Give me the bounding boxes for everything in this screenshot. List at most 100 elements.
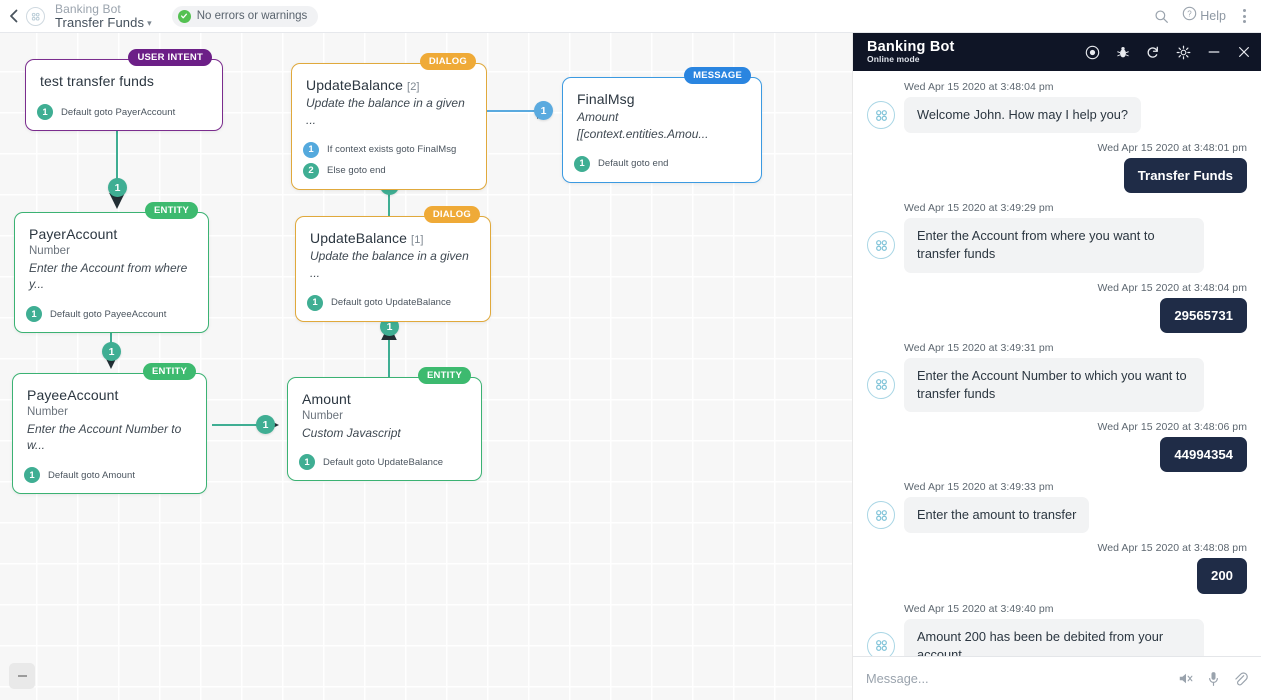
connection-row[interactable]: 1 Default goto Amount xyxy=(24,467,195,484)
breadcrumb-flow-name[interactable]: Transfer Funds▾ xyxy=(55,14,152,30)
message-text: Transfer Funds xyxy=(1123,158,1247,194)
node-connections: 1 Default goto UpdateBalance xyxy=(296,288,490,321)
chevron-down-icon: ▾ xyxy=(147,17,152,28)
connection-row[interactable]: 2 Else goto end xyxy=(303,162,475,179)
chat-header-actions xyxy=(1085,45,1251,60)
svg-text:?: ? xyxy=(1188,10,1193,19)
chat-message-bot: Wed Apr 15 2020 at 3:49:29 pm Enter the … xyxy=(867,202,1247,273)
chat-message-user: Wed Apr 15 2020 at 3:48:06 pm 44994354 xyxy=(867,421,1247,473)
message-text: 200 xyxy=(1196,558,1247,594)
chat-title-block: Banking Bot Online mode xyxy=(867,39,955,64)
edge-label-payer-to-payee[interactable]: 1 xyxy=(102,342,121,361)
chat-message-bot: Wed Apr 15 2020 at 3:49:31 pm Enter the … xyxy=(867,341,1247,413)
message-timestamp: Wed Apr 15 2020 at 3:48:08 pm xyxy=(1097,542,1247,555)
close-icon[interactable] xyxy=(1237,45,1251,59)
connection-number: 2 xyxy=(303,162,319,179)
microphone-icon[interactable] xyxy=(1208,671,1219,687)
node-payee-account[interactable]: ENTITY PayeeAccount Number Enter the Acc… xyxy=(12,363,207,495)
node-description: Enter the Account from where y... xyxy=(29,260,188,292)
node-final-msg[interactable]: MESSAGE FinalMsg Amount [[context.entiti… xyxy=(562,67,762,183)
node-badge: MESSAGE xyxy=(684,67,751,84)
node-index: [1] xyxy=(411,234,424,246)
node-title: test transfer funds xyxy=(40,73,154,89)
message-timestamp: Wed Apr 15 2020 at 3:48:06 pm xyxy=(1097,421,1247,434)
connection-label: Default goto UpdateBalance xyxy=(331,297,452,309)
node-connections: 1 Default goto UpdateBalance xyxy=(288,447,481,480)
node-connections: 1 Default goto PayeeAccount xyxy=(15,299,208,332)
edge-label-ub2-to-finalmsg[interactable]: 1 xyxy=(534,101,553,120)
back-button[interactable] xyxy=(0,0,26,33)
bug-icon[interactable] xyxy=(1116,45,1130,60)
node-description: Custom Javascript xyxy=(302,425,401,440)
connection-row[interactable]: 1 Default goto PayeeAccount xyxy=(26,306,197,323)
node-title: FinalMsg xyxy=(577,91,635,107)
message-timestamp: Wed Apr 15 2020 at 3:49:40 pm xyxy=(904,602,1054,615)
connection-number: 1 xyxy=(24,467,40,484)
connection-row[interactable]: 1 Default goto PayerAccount xyxy=(37,104,211,120)
node-body: UpdateBalance [2] Update the balance in … xyxy=(292,64,486,135)
message-timestamp: Wed Apr 15 2020 at 3:49:31 pm xyxy=(904,341,1054,354)
message-text: Welcome John. How may I help you? xyxy=(904,97,1142,134)
search-icon[interactable] xyxy=(1154,9,1169,24)
message-timestamp: Wed Apr 15 2020 at 3:49:29 pm xyxy=(904,202,1054,215)
refresh-icon[interactable] xyxy=(1146,45,1160,60)
node-body: PayeeAccount Number Enter the Account Nu… xyxy=(13,374,206,460)
chevron-left-icon xyxy=(8,9,19,23)
node-body: Amount Number Custom Javascript xyxy=(288,378,481,447)
message-text: Enter the Account Number to which you wa… xyxy=(904,357,1204,413)
connection-number: 1 xyxy=(303,141,319,158)
connection-label: Default goto PayerAccount xyxy=(61,106,176,118)
chat-message-bot: Wed Apr 15 2020 at 3:49:40 pm Amount 200… xyxy=(867,603,1247,656)
chat-message-user: Wed Apr 15 2020 at 3:48:04 pm 29565731 xyxy=(867,282,1247,333)
bot-avatar-icon xyxy=(867,101,895,130)
node-subtitle: Number xyxy=(27,406,68,418)
top-bar: Banking Bot Transfer Funds▾ No errors or… xyxy=(0,0,1261,33)
node-title: UpdateBalance [2] xyxy=(306,77,420,93)
node-body: FinalMsg Amount [[context.entities.Amou.… xyxy=(563,78,761,149)
bot-avatar-icon xyxy=(867,370,895,399)
help-button[interactable]: ? Help xyxy=(1182,6,1226,26)
chat-message-list[interactable]: Wed Apr 15 2020 at 3:48:04 pm Welcome Jo… xyxy=(853,71,1261,656)
connection-row[interactable]: 1 Default goto UpdateBalance xyxy=(299,454,470,471)
breadcrumb-bot-name: Banking Bot xyxy=(55,2,121,16)
edge-label-payee-to-amount[interactable]: 1 xyxy=(256,415,275,434)
connection-label: Default goto end xyxy=(598,158,669,170)
attachment-icon[interactable] xyxy=(1233,671,1248,687)
gear-icon[interactable] xyxy=(1176,45,1191,60)
node-body: test transfer funds xyxy=(26,60,222,97)
bot-avatar-icon xyxy=(26,6,45,26)
node-title: UpdateBalance [1] xyxy=(310,230,424,246)
bot-avatar-icon xyxy=(867,501,895,530)
message-text: Enter the Account from where you want to… xyxy=(904,218,1204,273)
help-label: Help xyxy=(1200,9,1226,23)
minus-icon xyxy=(17,675,27,677)
message-timestamp: Wed Apr 15 2020 at 3:48:04 pm xyxy=(904,81,1054,93)
minimize-icon[interactable] xyxy=(1207,45,1221,59)
node-update-balance-2[interactable]: DIALOG UpdateBalance [2] Update the bala… xyxy=(291,53,487,190)
message-text: 44994354 xyxy=(1160,437,1247,473)
edge-label-intent-to-payer[interactable]: 1 xyxy=(108,178,127,197)
connection-row[interactable]: 1 Default goto end xyxy=(574,155,750,172)
node-index: [2] xyxy=(407,81,420,93)
flow-name-label: Transfer Funds xyxy=(55,14,145,30)
node-title: PayeeAccount xyxy=(27,387,119,403)
message-input[interactable] xyxy=(866,671,1178,686)
flow-canvas[interactable]: 1 1 1 1 1 1 USER INTENT test transfer fu… xyxy=(0,33,853,700)
connection-row[interactable]: 1 If context exists goto FinalMsg xyxy=(303,141,475,158)
mute-speaker-icon[interactable] xyxy=(1178,671,1194,686)
node-amount[interactable]: ENTITY Amount Number Custom Javascript 1… xyxy=(287,367,482,482)
edge-label-amount-to-ub1[interactable]: 1 xyxy=(380,317,399,336)
node-test-transfer-funds[interactable]: USER INTENT test transfer funds 1 Defaul… xyxy=(25,49,223,131)
node-description: Update the balance in a given ... xyxy=(310,249,469,280)
node-payer-account[interactable]: ENTITY PayerAccount Number Enter the Acc… xyxy=(14,202,209,334)
node-connections: 1 Default goto end xyxy=(563,149,761,182)
kebab-menu-icon[interactable] xyxy=(1239,7,1250,25)
connection-number: 1 xyxy=(299,454,315,471)
connection-number: 1 xyxy=(37,104,53,120)
record-icon[interactable] xyxy=(1085,45,1100,60)
connection-row[interactable]: 1 Default goto UpdateBalance xyxy=(307,294,479,311)
chat-message-user: Wed Apr 15 2020 at 3:48:01 pm Transfer F… xyxy=(867,142,1247,194)
node-update-balance-1[interactable]: DIALOG UpdateBalance [1] Update the bala… xyxy=(295,206,491,322)
connection-label: Default goto PayeeAccount xyxy=(50,308,167,320)
zoom-out-button[interactable] xyxy=(9,663,35,689)
